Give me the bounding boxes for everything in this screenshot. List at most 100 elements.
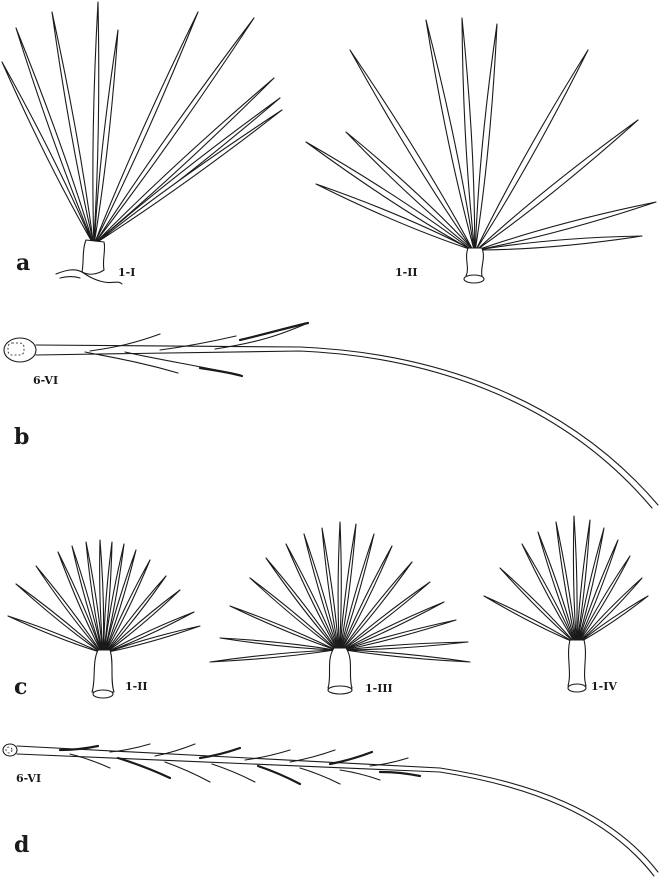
setule-d-12	[299, 767, 341, 785]
base-c-1-ii	[91, 649, 115, 699]
leaflet-c2-12	[340, 545, 393, 651]
leaflet-c1-11	[104, 559, 151, 653]
setule-d-9	[244, 749, 291, 761]
stage-label-6-vi-b: 6-VI	[33, 374, 58, 387]
leaflet-c3-12	[579, 595, 649, 643]
leaflet-a2-9	[475, 119, 639, 251]
panel-letter-d: d	[14, 832, 29, 858]
leaflet-a2-4	[345, 131, 475, 251]
leaflet-c1-7	[99, 539, 105, 653]
setule-d-13	[328, 750, 374, 766]
leaflet-c1-8	[103, 541, 113, 653]
leaflet-c3-11	[578, 577, 643, 643]
stage-label-1-ii: 1-II	[395, 266, 418, 279]
leaflet-c1-14	[106, 611, 195, 653]
leaflet-c1-2	[15, 583, 101, 653]
leaflet-c3-9	[577, 539, 619, 643]
panel-b: b 6-VI	[3, 321, 659, 509]
leaflet-c2-17	[343, 641, 469, 651]
leaflet-c3-10	[578, 555, 631, 643]
leaflet-c2-3	[229, 605, 337, 651]
leaflet-c2-15	[342, 601, 445, 651]
setule-d-8	[211, 763, 256, 783]
setule-d-4	[116, 756, 172, 780]
stage-label-c-1-iii: 1-III	[365, 682, 393, 695]
panel-letter-a: a	[16, 250, 30, 276]
setule-d-6	[164, 761, 211, 783]
seta-shaft-d	[16, 745, 659, 877]
leaflet-c2-13	[341, 561, 413, 651]
leaflet-a1-3	[51, 11, 94, 243]
leaflet-a1-6	[94, 11, 199, 243]
leaflet-c2-2	[219, 637, 336, 651]
seta-head	[3, 337, 37, 363]
leaflet-a2-5	[425, 19, 475, 251]
setule-d-5	[154, 743, 196, 757]
fan-c-1-iv	[483, 515, 649, 643]
leaflet-c1-15	[107, 625, 201, 653]
panel-a: a 1-I 1-II	[1, 1, 657, 285]
leaflet-a1-8	[95, 77, 275, 243]
setule-d-2	[69, 753, 111, 769]
setule-d-14	[339, 769, 381, 781]
leaflet-c2-8	[321, 527, 340, 651]
fan-c-1-iii	[209, 521, 471, 663]
leaflet-c1-13	[106, 589, 181, 653]
leaflet-c1-5	[71, 545, 103, 653]
leaflet-a2-7	[474, 23, 498, 251]
leaflet-a2-3	[349, 49, 474, 251]
leaflet-c2-10	[339, 523, 357, 651]
base-1-i	[55, 239, 123, 285]
leaflet-c2-6	[285, 543, 339, 651]
stage-label-6-vi-d: 6-VI	[16, 772, 41, 785]
panel-letter-b: b	[14, 424, 29, 450]
fan-1-i	[1, 1, 283, 243]
leaflet-c1-3	[35, 565, 102, 653]
setule-d-10	[256, 764, 302, 786]
stage-label-c-1-ii: 1-II	[125, 680, 148, 693]
leaflet-c3-1	[483, 595, 574, 643]
leaflet-c2-1	[209, 649, 336, 663]
base-1-ii	[463, 247, 485, 284]
leaflet-c3-5	[555, 521, 577, 643]
leaflet-c2-16	[343, 619, 457, 651]
leaflet-a1-5	[93, 29, 119, 243]
leaflet-c2-11	[340, 533, 375, 651]
panel-letter-c: c	[14, 674, 27, 700]
leaflet-a2-6	[461, 17, 476, 251]
fan-c-1-ii	[7, 539, 201, 653]
leaflet-c3-4	[537, 531, 576, 643]
seta-shaft	[35, 344, 659, 509]
leaflet-a1-1	[1, 61, 93, 243]
stage-label-c-1-iv: 1-IV	[591, 680, 617, 693]
leaflet-a1-4	[92, 1, 100, 243]
setule-d-11	[289, 749, 336, 763]
leaflet-c1-4	[57, 551, 102, 653]
leaflet-a2-1	[305, 141, 473, 251]
setule-d-16	[378, 770, 422, 778]
setule-d-3	[109, 743, 151, 753]
leaflet-c3-2	[499, 567, 575, 643]
leaflet-c1-1	[7, 615, 101, 653]
leaflet-a2-10	[476, 201, 657, 251]
leaflet-a2-11	[477, 235, 643, 251]
leaflet-c2-18	[344, 649, 471, 663]
leaflet-c3-8	[577, 527, 605, 643]
setule-branches	[84, 321, 310, 378]
leaflet-c1-10	[104, 549, 137, 653]
leaflet-c1-12	[105, 575, 167, 653]
leaflet-c2-5	[265, 557, 338, 651]
leaflet-a1-10	[96, 109, 283, 243]
leaflet-c2-9	[337, 521, 342, 651]
leaflet-c3-7	[576, 519, 591, 643]
leaflet-c3-3	[521, 543, 576, 643]
panel-d: d 6-VI	[2, 743, 659, 877]
setule-d-1	[58, 744, 100, 752]
panel-c: c 1-II 1-III 1-IV	[7, 515, 649, 700]
stage-label-1-i: 1-I	[118, 266, 135, 279]
seta-head-d	[2, 743, 18, 757]
base-c-1-iii	[327, 647, 353, 695]
leaflet-c1-6	[85, 541, 104, 653]
setule-branches-d	[58, 743, 422, 786]
